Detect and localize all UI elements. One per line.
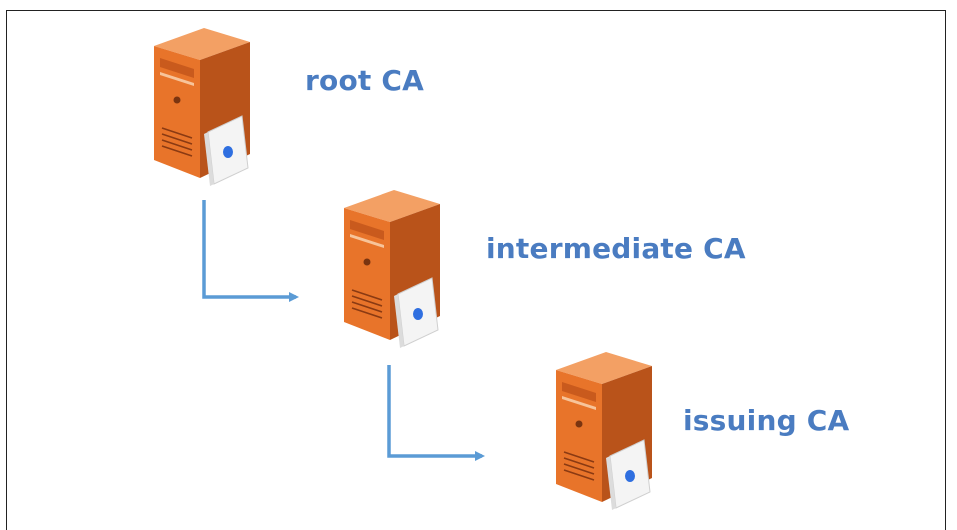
intermediate-ca-label: intermediate CA xyxy=(486,232,746,265)
root-ca-label: root CA xyxy=(305,64,425,97)
arrow-root-to-intermediate xyxy=(202,200,299,302)
issuing-ca-label: issuing CA xyxy=(683,404,850,437)
arrow-intermediate-to-issuing xyxy=(387,365,485,461)
